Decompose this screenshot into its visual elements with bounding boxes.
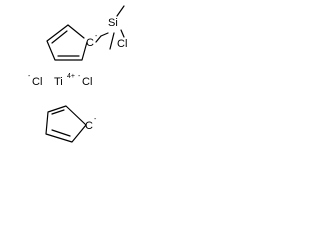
bottom-cyclopentadienyl-ring xyxy=(45,105,87,143)
bottom-ring-double-bond-1 xyxy=(51,129,71,137)
molecule-diagram: Si Cl C - Ti 4+ - Cl - Cl C - xyxy=(0,0,140,157)
atom-label-top-carbanion: C xyxy=(86,37,94,49)
atom-label-bottom-carbanion: C xyxy=(85,120,93,132)
atom-label-cl-right: Cl xyxy=(82,76,92,88)
cl-left-charge: - xyxy=(28,73,31,80)
titanium-center: Ti 4+ - Cl - Cl xyxy=(28,73,92,88)
si-methyl-bond-up xyxy=(116,5,125,17)
structure-drawing: Si Cl C - Ti 4+ - Cl - Cl C - xyxy=(28,5,127,143)
si-methyl-bond-down xyxy=(109,32,115,50)
top-ring-outline xyxy=(46,24,88,61)
ring-to-ch2-bond xyxy=(95,35,102,43)
top-ring-double-bond-1 xyxy=(51,30,68,44)
top-cyclopentadienyl-ring xyxy=(46,24,88,61)
atom-label-cl-on-si: Cl xyxy=(117,38,127,50)
atom-label-cl-left: Cl xyxy=(32,76,42,88)
cl-right-charge: - xyxy=(78,73,81,80)
ti-charge: 4+ xyxy=(67,73,75,80)
atom-label-si: Si xyxy=(108,17,118,29)
bottom-ring-double-bond-2 xyxy=(51,109,65,115)
si-to-cl-bond xyxy=(120,29,125,38)
top-ring-to-carbanion-bond xyxy=(67,24,85,39)
ch2-to-si-bond xyxy=(100,32,109,37)
silyl-methyl-group xyxy=(95,5,125,50)
bottom-carbanion-charge: - xyxy=(94,116,97,123)
atom-label-ti: Ti xyxy=(54,76,63,88)
top-carbanion-charge: - xyxy=(95,33,98,40)
bottom-ring-outline xyxy=(45,105,87,143)
